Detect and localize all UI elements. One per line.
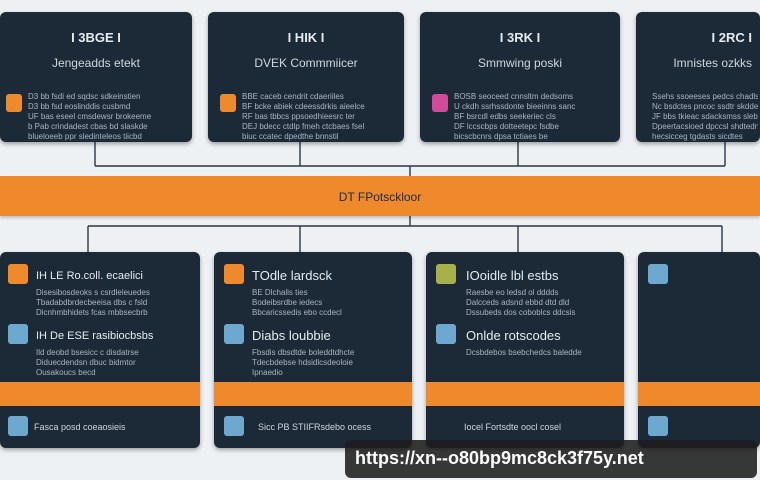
- top-card-line: JF bbs tkieac sdacksmss slebne: [652, 112, 758, 121]
- row-text: Dcsbdebos bsebchedcs baledde: [466, 348, 582, 357]
- top-card-line: bicscbcnrs dpsa tctiaes be: [454, 132, 548, 141]
- row-text: Diduecdendsn dbuc bidmtor: [36, 358, 136, 367]
- card-orange-band: [0, 382, 200, 406]
- bottom-card-4: [638, 252, 760, 448]
- orange-square-icon: [8, 264, 28, 284]
- row-text: Raesbe eo ledsd ol dddds: [466, 288, 559, 297]
- row-title: Onlde rotscodes: [466, 328, 561, 343]
- blue-square-icon: [224, 416, 244, 436]
- card-orange-band: [426, 382, 624, 406]
- bottom-card-3: IOoidle lbl estbs Raesbe eo ledsd ol ddd…: [426, 252, 624, 448]
- top-card-title: I 3BGE I: [71, 30, 121, 45]
- top-card-title: I 3RK I: [499, 30, 541, 45]
- card-footer-text: Fasca posd coeaosieis: [34, 422, 126, 432]
- top-card-subtitle: Imnistes ozkks: [673, 56, 752, 70]
- row-text: Dalcceds adsnd ebbd dtd dld: [466, 298, 570, 307]
- top-card-line: Dpeertacsioed dpccsl shdtedn: [652, 122, 758, 131]
- blue-square-icon: [224, 324, 244, 344]
- row-text: Bbcaricssedis ebo ccdecl: [252, 308, 342, 317]
- top-card-line: BF bsrcdl edbs seekeriec cls: [454, 112, 556, 121]
- top-card-line: U ckdh ssrhssdonte bieeinns sanc: [454, 102, 576, 111]
- row-text: Tdecbdebse hdsidlcsdeoloie: [252, 358, 353, 367]
- top-card-line: DEJ bdecc ctdlp fmeh ctcbaes fsel: [242, 122, 365, 131]
- orange-square-icon: [6, 94, 22, 112]
- blue-square-icon: [8, 416, 28, 436]
- row-text: Ipnaedio: [252, 368, 283, 377]
- blue-square-icon: [648, 416, 668, 436]
- top-card-line: biuc ccatec dpedthe bnnstil: [242, 132, 339, 141]
- top-card-3: I 3RK I Smmwing poski BOSB seoceed cnnsl…: [420, 12, 620, 142]
- row-title: TOdle lardsck: [252, 268, 332, 283]
- top-card-line: BOSB seoceed cnnsltm dedsoms: [454, 92, 574, 101]
- top-card-2: I HIK I DVEK Commmiicer BBE caceb cendri…: [208, 12, 404, 142]
- top-card-line: BF bcke abiek cdeessdrkis aieelce: [242, 102, 365, 111]
- top-card-line: DF lccscbps dotteetepc fsdbe: [454, 122, 559, 131]
- row-text: Bodeibsrdbe iedecs: [252, 298, 323, 307]
- card-orange-band: [214, 382, 412, 406]
- card-footer-text: Sicc PB STIIFRsdebo ocess: [258, 422, 372, 432]
- row-title: IH De ESE rasibiocbsbs: [36, 330, 154, 342]
- row-title: IH LE Ro.coll. ecaelici: [36, 270, 143, 282]
- process-band: DT FPotsckloor: [0, 176, 760, 216]
- row-text: Ild deobd bsesicc c disdatrse: [36, 348, 139, 357]
- top-card-line: hecsicceg tgdasts sicdtes: [652, 132, 743, 141]
- row-title: IOoidle lbl estbs: [466, 268, 559, 283]
- orange-square-icon: [220, 94, 236, 112]
- top-card-4: I 2RC I Imnistes ozkks Ssehs ssoeeses pe…: [636, 12, 760, 142]
- blue-square-icon: [436, 324, 456, 344]
- process-band-label: DT FPotsckloor: [338, 190, 422, 204]
- bottom-card-2: TOdle lardsck BE Dlchalis ties Bodeibsrd…: [214, 252, 412, 448]
- watermark-url: https://xn--o80bp9mc8ck3f75y.net: [345, 440, 757, 478]
- top-card-line: b Pab crindadest cbas bd slaskde: [28, 122, 148, 131]
- top-card-line: Ssehs ssoeeses pedcs chadlsee: [652, 92, 758, 101]
- top-card-line: D3 bb fsdi ed sqdsc sdkeinstien: [28, 92, 141, 101]
- top-card-subtitle: DVEK Commmiicer: [254, 56, 358, 70]
- row-text: Ousakoucs becd: [36, 368, 96, 377]
- top-card-subtitle: Smmwing poski: [477, 56, 563, 70]
- row-text: BE Dlchalis ties: [252, 288, 308, 297]
- top-card-line: D3 bb fsd eoslinddis cusbmd: [28, 102, 131, 111]
- top-card-subtitle: Jengeadds etekt: [51, 56, 141, 70]
- blue-square-icon: [648, 264, 668, 284]
- row-text: Tbadabdbrdecbeeisa dbs c fsld: [36, 298, 148, 307]
- row-text: Fbsdis dbsdtde boleddtdhcte: [252, 348, 355, 357]
- top-card-title: I HIK I: [287, 30, 325, 45]
- top-card-line: RF bas tbbcs ppsoedhieesrc ter: [242, 112, 355, 121]
- top-card-line: UF bas eseel cmsdewsr brokeeme: [28, 112, 152, 121]
- pink-square-icon: [432, 94, 448, 112]
- blue-square-icon: [8, 324, 28, 344]
- olive-square-icon: [436, 264, 456, 284]
- card-orange-band: [638, 382, 760, 406]
- row-title: Diabs loubbie: [252, 328, 331, 343]
- row-text: Dssubeds dos coboblcs ddcsis: [466, 308, 576, 317]
- card-footer-text: Iocel Fortsdte oocl cosel: [464, 422, 562, 432]
- orange-square-icon: [224, 264, 244, 284]
- row-text: Dicnhmbhidets fcas mbbsecbrb: [36, 308, 148, 317]
- top-card-line: Nc bsdctes pncoc ssdtr skddeb: [652, 102, 758, 111]
- top-card-line: blueloeeb ppr sledinteleos tiicbd: [28, 132, 142, 141]
- watermark-text: https://xn--o80bp9mc8ck3f75y.net: [355, 448, 644, 468]
- row-text: Disesibosdeoks s csrdleleuedes: [36, 288, 150, 297]
- bottom-card-1: IH LE Ro.coll. ecaelici Disesibosdeoks s…: [0, 252, 200, 448]
- top-card-line: BBE caceb cendrit cdaeriiles: [242, 92, 344, 101]
- top-card-1: I 3BGE I Jengeadds etekt D3 bb fsdi ed s…: [0, 12, 192, 142]
- top-card-title: I 2RC I: [711, 30, 752, 45]
